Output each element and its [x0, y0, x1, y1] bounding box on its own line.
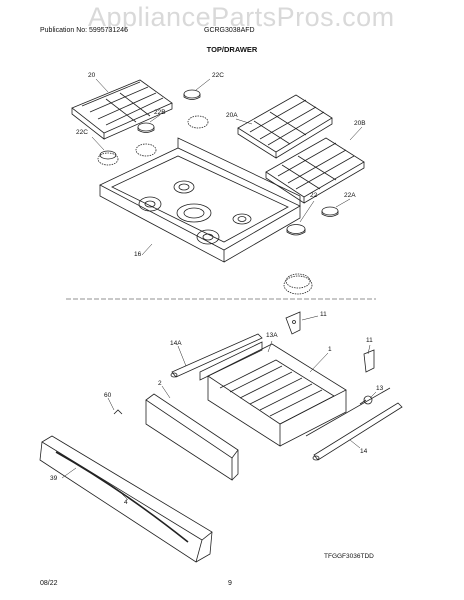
section-title: TOP/DRAWER [206, 45, 258, 54]
page-number: 9 [228, 580, 232, 587]
callout-14: 14 [360, 448, 368, 455]
callout-22c: 22C [212, 72, 224, 79]
burner-caps [97, 89, 339, 295]
drawer-panel-39 [39, 435, 213, 563]
grate-20a [237, 94, 333, 159]
grate-20b [265, 137, 365, 204]
publication-number: Publication No: 5995731246 [40, 27, 128, 34]
callout-22c-left: 22C [76, 129, 88, 136]
callout-39: 39 [50, 475, 58, 482]
brackets [113, 311, 375, 415]
callout-16: 16 [134, 251, 142, 258]
callout-22b: 22B [154, 109, 166, 116]
callout-1: 1 [328, 346, 332, 353]
callout-14a: 14A [170, 340, 182, 347]
grate-20 [71, 79, 173, 140]
callout-20: 20 [88, 72, 96, 79]
watermark: AppliancePartsPros.com [88, 2, 395, 32]
rails [170, 333, 403, 461]
callout-20a: 20A [226, 112, 238, 119]
callout-11-right: 11 [366, 337, 373, 344]
callout-4: 4 [124, 499, 128, 506]
callout-20b: 20B [354, 120, 366, 127]
footer-date: 08/22 [40, 580, 58, 587]
leader-lines-bottom [61, 315, 377, 501]
leader-lines-top [91, 78, 363, 256]
model-number: GCRG3038AFD [204, 27, 255, 34]
drawer-1 [199, 341, 347, 447]
cooktop-16 [99, 137, 301, 263]
callout-13a: 13A [266, 332, 278, 339]
drawer-front-2 [145, 393, 239, 481]
callout-22: 22 [310, 192, 318, 199]
drawing-code: TFGGF3036TDD [324, 553, 374, 560]
callout-60: 60 [104, 392, 112, 399]
callout-13: 13 [376, 385, 384, 392]
callout-22a: 22A [344, 192, 356, 199]
callout-11: 11 [320, 311, 327, 318]
callout-2: 2 [158, 380, 162, 387]
